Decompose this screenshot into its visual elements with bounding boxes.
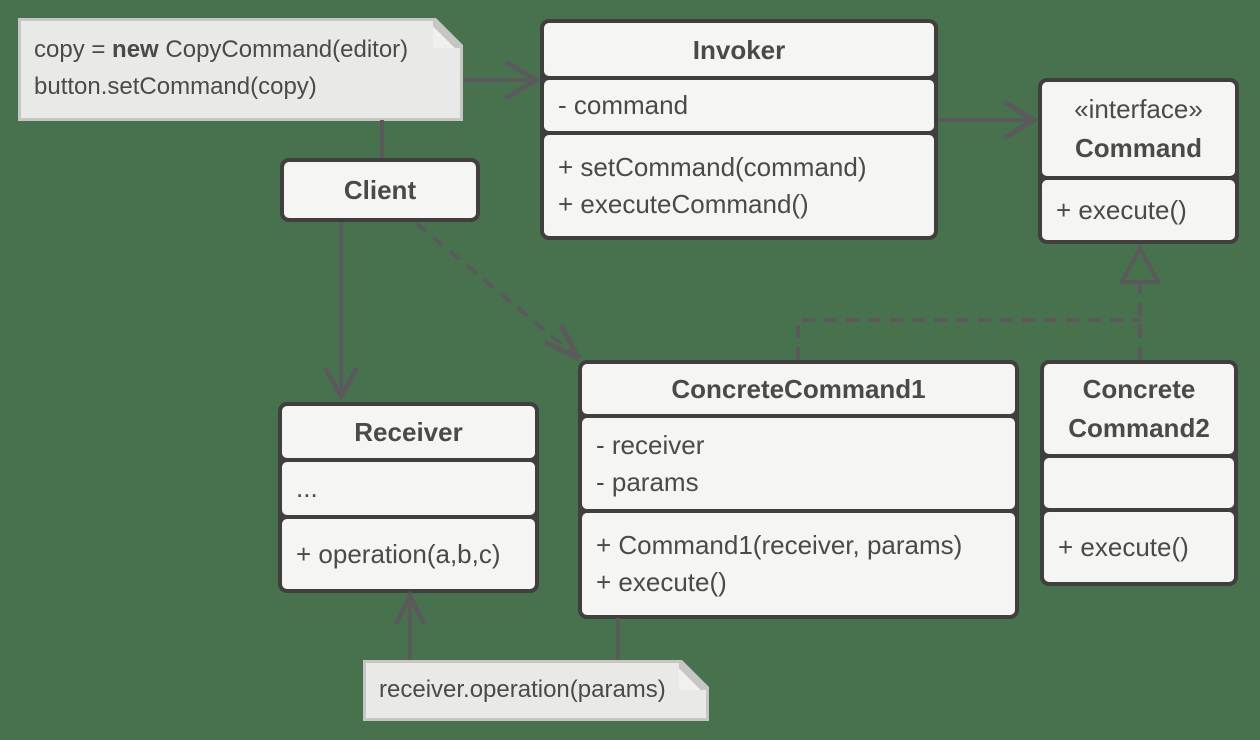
note-paper bbox=[366, 663, 706, 718]
class-concrete-command-1: ConcreteCommand1 - receiver - params + C… bbox=[578, 360, 1019, 619]
association-note-to-invoker bbox=[463, 59, 541, 101]
method-row: + execute() bbox=[596, 567, 727, 597]
method-row: + Command1(receiver, params) bbox=[596, 530, 963, 560]
stereotype-label: «interface» bbox=[1074, 94, 1203, 124]
class-command-interface: «interface» Command + execute() bbox=[1038, 78, 1239, 244]
note-paper bbox=[21, 21, 460, 118]
note-client-code: copy = new CopyCommand(editor) button.se… bbox=[18, 18, 463, 121]
class-concrete-command-1-title: ConcreteCommand1 bbox=[582, 364, 1015, 414]
class-command-methods: + execute() bbox=[1042, 180, 1235, 240]
class-invoker-title: Invoker bbox=[544, 23, 934, 76]
attribute-row: - receiver bbox=[596, 429, 705, 460]
class-invoker: Invoker - command + setCommand(command) … bbox=[540, 19, 938, 240]
dependency-client-to-concretecommand1 bbox=[414, 221, 582, 362]
note-fold-corner-icon bbox=[679, 663, 706, 690]
class-invoker-attributes: - command bbox=[544, 80, 934, 131]
attribute-row: ... bbox=[296, 473, 318, 503]
class-invoker-methods: + setCommand(command) + executeCommand() bbox=[544, 135, 934, 236]
note-fold-corner-icon bbox=[433, 21, 460, 48]
class-receiver-attributes: ... bbox=[282, 462, 535, 515]
class-concrete-command-2-title: Concrete Command2 bbox=[1044, 364, 1234, 454]
class-client: Client bbox=[280, 158, 480, 222]
attribute-row: - command bbox=[558, 90, 689, 120]
method-row: + operation(a,b,c) bbox=[296, 538, 501, 569]
class-name: Command bbox=[1074, 133, 1203, 163]
realization-concretecommands-to-command bbox=[796, 243, 1162, 360]
class-receiver-title: Receiver bbox=[282, 406, 535, 458]
note-line-1: copy = new CopyCommand(editor) bbox=[34, 36, 409, 63]
note-text: copy = new CopyCommand(editor) button.se… bbox=[18, 18, 463, 105]
association-invoker-to-command bbox=[938, 99, 1039, 141]
arrow-note-to-receiver-operation bbox=[393, 590, 427, 660]
association-client-to-receiver bbox=[322, 222, 360, 402]
method-row: + setCommand(command) bbox=[558, 151, 867, 182]
note-receiver-operation: receiver.operation(params) bbox=[363, 660, 709, 721]
method-row: + execute() bbox=[1056, 194, 1187, 225]
class-receiver-methods: + operation(a,b,c) bbox=[282, 519, 535, 589]
class-command-title: «interface» Command bbox=[1042, 82, 1235, 176]
note-text: receiver.operation(params) bbox=[379, 676, 666, 703]
class-concrete-command-2-attributes bbox=[1044, 458, 1234, 508]
note-line-2: button.setCommand(copy) bbox=[34, 73, 317, 100]
class-concrete-command-2: Concrete Command2 + execute() bbox=[1040, 360, 1238, 586]
class-concrete-command-1-methods: + Command1(receiver, params) + execute() bbox=[582, 513, 1015, 615]
class-receiver: Receiver ... + operation(a,b,c) bbox=[278, 402, 539, 593]
method-row: + executeCommand() bbox=[558, 188, 809, 219]
attribute-row: - params bbox=[596, 466, 699, 497]
class-concrete-command-1-attributes: - receiver - params bbox=[582, 418, 1015, 509]
class-concrete-command-2-methods: + execute() bbox=[1044, 512, 1234, 582]
class-client-title: Client bbox=[284, 162, 476, 218]
method-row: + execute() bbox=[1058, 531, 1189, 562]
